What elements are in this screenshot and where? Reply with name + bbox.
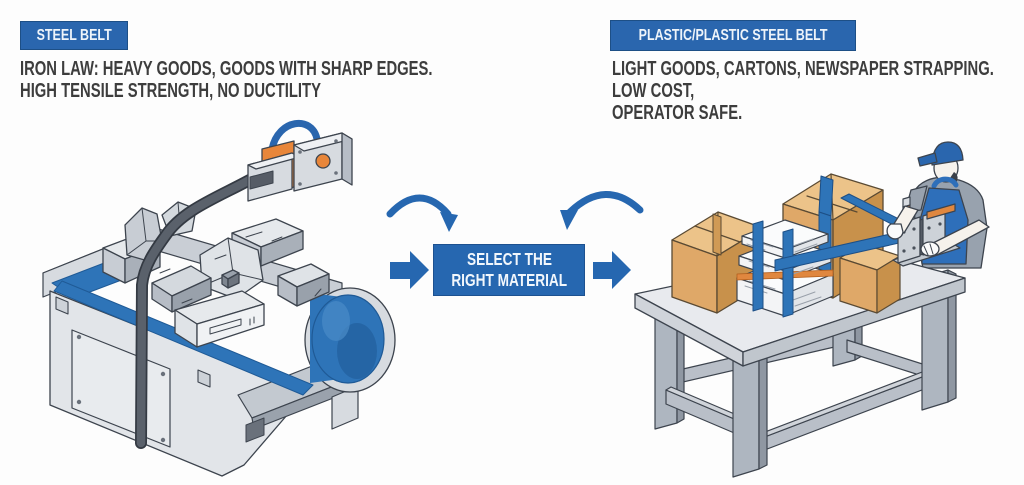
plastic-belt-line-2: LOW COST, [612,80,695,102]
plastic-belt-line-3: OPERATOR SAFE. [612,102,743,124]
plastic-strap [818,175,834,217]
worker-cap [931,141,964,166]
steel-belt-description: IRON LAW: HEAVY GOODS, GOODS WITH SHARP … [20,58,577,102]
flow-arrows-graphic [386,191,644,289]
machine-slot [197,369,211,388]
machine-slot [55,296,69,315]
plastic-belt-description: LIGHT GOODS, CARTONS, NEWSPAPER STRAPPIN… [612,58,1024,124]
worker-glove-right [920,241,940,257]
curved-arrow-down-left-icon [560,191,644,230]
plastic-belt-header-label: PLASTIC/PLASTIC STEEL BELT [638,26,828,44]
steel-strap [135,167,268,449]
steel-belt-header-label: STEEL BELT [36,26,112,44]
plastic-belt-header: PLASTIC/PLASTIC STEEL BELT [610,20,856,51]
select-material-line-1: SELECT THE [466,249,552,269]
worker-arms [886,205,990,257]
plastic-strap [752,220,764,312]
table-leg [732,347,760,478]
steel-strapping-tool [247,120,353,202]
steel-belt-machine-illustration [42,120,396,477]
worker-hair [950,172,958,183]
select-material-line-2: RIGHT MATERIAL [451,270,567,290]
steel-belt-line-2: HIGH TENSILE STRENGTH, NO DUCTILITY [20,80,321,102]
plastic-strap [782,228,794,318]
worker-forearm-right [928,219,990,256]
curved-arrow-down-right-icon [386,194,458,232]
worker-apron-strap [931,176,959,189]
select-material-box: SELECT THE RIGHT MATERIAL [433,244,585,296]
block-arrow-right-out-icon [593,251,631,289]
plastic-belt-table-illustration [634,141,990,478]
newspaper-stack [736,219,834,318]
tool-dial [315,153,331,169]
plastic-belt-line-1: LIGHT GOODS, CARTONS, NEWSPAPER STRAPPIN… [612,58,994,80]
steel-belt-line-1: IRON LAW: HEAVY GOODS, GOODS WITH SHARP … [20,58,433,80]
worker-cap-brim [917,152,938,167]
tool-orange-handle [926,203,956,220]
steel-belt-header: STEEL BELT [20,21,128,50]
worker-glove-left [886,223,904,240]
block-arrow-right-in-icon [390,251,429,289]
